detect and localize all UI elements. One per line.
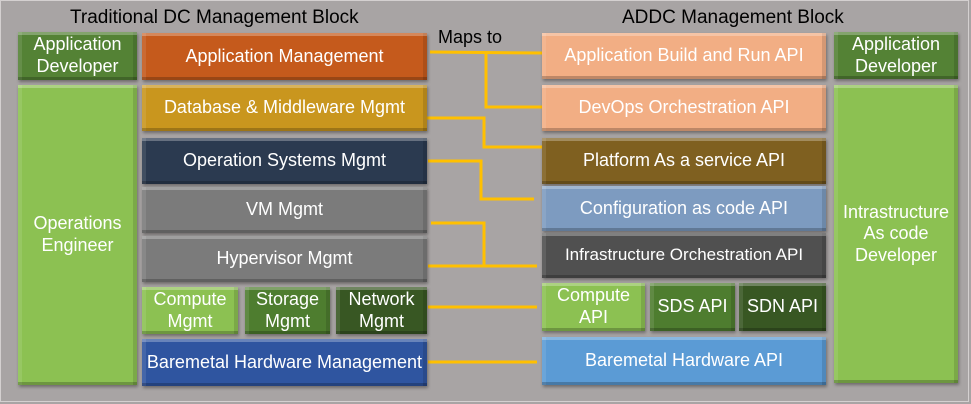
operation-systems-mgmt: Operation Systems Mgmt xyxy=(142,138,427,184)
infrastructure-orchestration-api: Infrastructure Orchestration API xyxy=(542,233,826,278)
database-middleware-mgmt: Database & Middleware Mgmt xyxy=(142,85,427,131)
connector-app-to-devops xyxy=(484,52,542,109)
network-mgmt: Network Mgmt xyxy=(336,287,427,334)
platform-as-a-service-api: Platform As a service API xyxy=(542,138,826,184)
addc-block-title: ADDC Management Block xyxy=(622,7,844,28)
connector-db-to-paas xyxy=(424,116,545,149)
compute-api: Compute API xyxy=(542,283,645,331)
traditional-block-title: Traditional DC Management Block xyxy=(70,7,359,28)
hypervisor-mgmt: Hypervisor Mgmt xyxy=(142,236,427,282)
application-management: Application Management xyxy=(142,33,427,80)
baremetal-hardware-api: Baremetal Hardware API xyxy=(542,337,826,385)
left-operations-engineer: Operations Engineer xyxy=(18,85,137,385)
connector-os-to-config xyxy=(428,159,534,201)
devops-orchestration-api: DevOps Orchestration API xyxy=(542,85,826,131)
right-infrastructure-as-code-developer: Intrastructure As code Developer xyxy=(834,85,958,383)
vm-mgmt: VM Mgmt xyxy=(142,187,427,233)
baremetal-hardware-management: Baremetal Hardware Management xyxy=(142,339,427,386)
connector-vm-to-infra xyxy=(431,221,486,266)
configuration-as-code-api: Configuration as code API xyxy=(542,186,826,231)
compute-mgmt: Compute Mgmt xyxy=(142,287,238,334)
storage-mgmt: Storage Mgmt xyxy=(245,287,330,334)
sds-api: SDS API xyxy=(650,283,735,331)
application-build-run-api: Application Build and Run API xyxy=(542,33,826,79)
sdn-api: SDN API xyxy=(739,283,826,331)
left-application-developer: Application Developer xyxy=(18,32,137,80)
right-application-developer: Application Developer xyxy=(834,32,958,79)
maps-to-label: Maps to xyxy=(438,27,503,47)
